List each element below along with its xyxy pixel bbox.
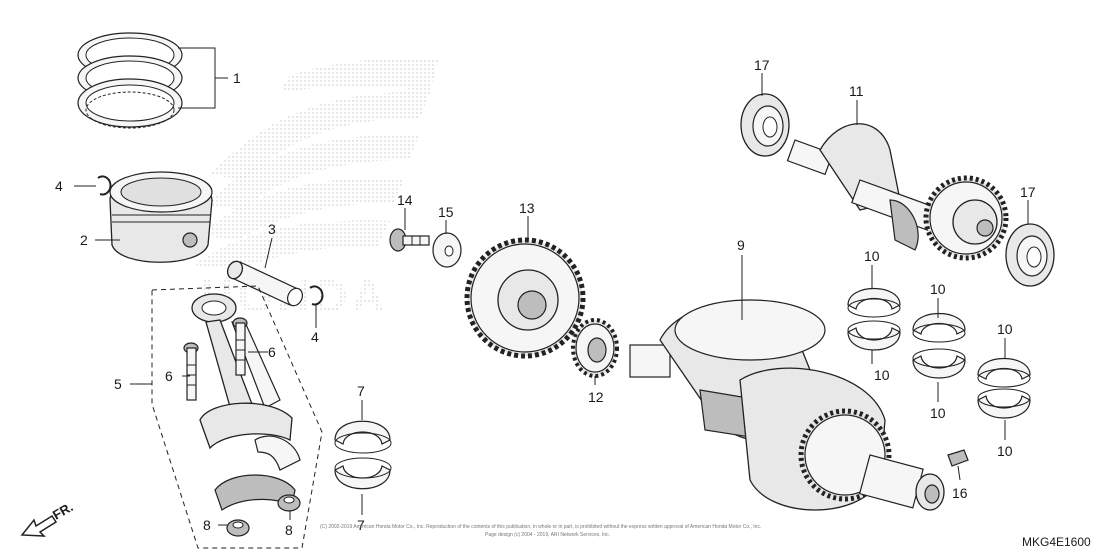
copyright-line-1: (C) 2002-2019 American Honda Motor Co., …	[320, 524, 761, 530]
callout-17-right: 17	[1020, 184, 1036, 200]
connecting-rod-bolt-right	[232, 317, 248, 376]
woodruff-key	[947, 449, 969, 467]
callout-12: 12	[588, 389, 604, 405]
ball-bearing-left	[740, 93, 790, 157]
callout-10-c: 10	[930, 281, 946, 297]
piston-pin-clip-upper	[97, 175, 112, 196]
callout-9: 9	[737, 237, 745, 253]
callout-14: 14	[397, 192, 413, 208]
callout-6-left: 6	[165, 368, 173, 384]
main-bearing-lower-2	[912, 348, 966, 379]
main-bearing-upper-1	[847, 287, 901, 318]
connecting-rod	[191, 293, 301, 511]
balancer-drive-gear	[464, 237, 586, 359]
callout-8-left: 8	[203, 517, 211, 533]
callout-1: 1	[233, 70, 241, 86]
callout-16: 16	[952, 485, 968, 501]
callout-3: 3	[268, 221, 276, 237]
connecting-rod-bearing-lower	[334, 457, 392, 490]
washer	[432, 232, 462, 268]
front-direction-indicator: FR.	[20, 499, 76, 537]
connecting-rod-bearing-upper	[334, 420, 392, 454]
main-bearing-lower-3	[977, 388, 1031, 419]
main-bearing-upper-2	[912, 312, 966, 343]
callout-10-f: 10	[997, 443, 1013, 459]
copyright-line-2: Page design (c) 2004 - 2019, ARI Network…	[485, 532, 610, 538]
main-bearing-lower-1	[847, 320, 901, 351]
piston-ring-set	[77, 32, 183, 129]
callout-10-e: 10	[997, 321, 1013, 337]
callout-4-upper: 4	[55, 178, 63, 194]
balancer-shaft	[786, 123, 1009, 261]
callout-labels: 1 2 3 4 4 5 6 6 7 7 8 8 9 10 10 10 10 10…	[55, 57, 1036, 538]
leader-lines	[74, 73, 1029, 526]
callout-6-right: 6	[268, 344, 276, 360]
ball-bearing-right	[1005, 223, 1055, 287]
callout-11: 11	[849, 83, 864, 99]
diagram-code: MKG4E1600	[1022, 535, 1091, 549]
callout-13: 13	[519, 200, 535, 216]
callout-7-upper: 7	[357, 383, 365, 399]
callout-15: 15	[438, 204, 454, 220]
piston-pin-clip-lower	[309, 285, 324, 306]
connecting-rod-bolt-left	[183, 342, 199, 401]
callout-8-right: 8	[285, 522, 293, 538]
piston-pin	[226, 260, 303, 307]
honda-wing-watermark: HONDA	[195, 58, 438, 322]
callout-10-b: 10	[874, 367, 890, 383]
callout-2: 2	[80, 232, 88, 248]
connecting-rod-nut-right	[277, 494, 301, 512]
flange-bolt	[389, 228, 430, 252]
callout-17-left: 17	[754, 57, 770, 73]
crankshaft	[629, 299, 945, 511]
callout-4-lower: 4	[311, 329, 319, 345]
connecting-rod-nut-left	[226, 519, 250, 537]
piston	[109, 171, 213, 263]
callout-7-lower: 7	[357, 517, 365, 533]
callout-10-a: 10	[864, 248, 880, 264]
front-arrow-icon	[20, 514, 58, 537]
main-bearing-upper-3	[977, 357, 1031, 388]
callout-10-d: 10	[930, 405, 946, 421]
callout-5: 5	[114, 376, 122, 392]
timing-gear	[571, 318, 619, 378]
